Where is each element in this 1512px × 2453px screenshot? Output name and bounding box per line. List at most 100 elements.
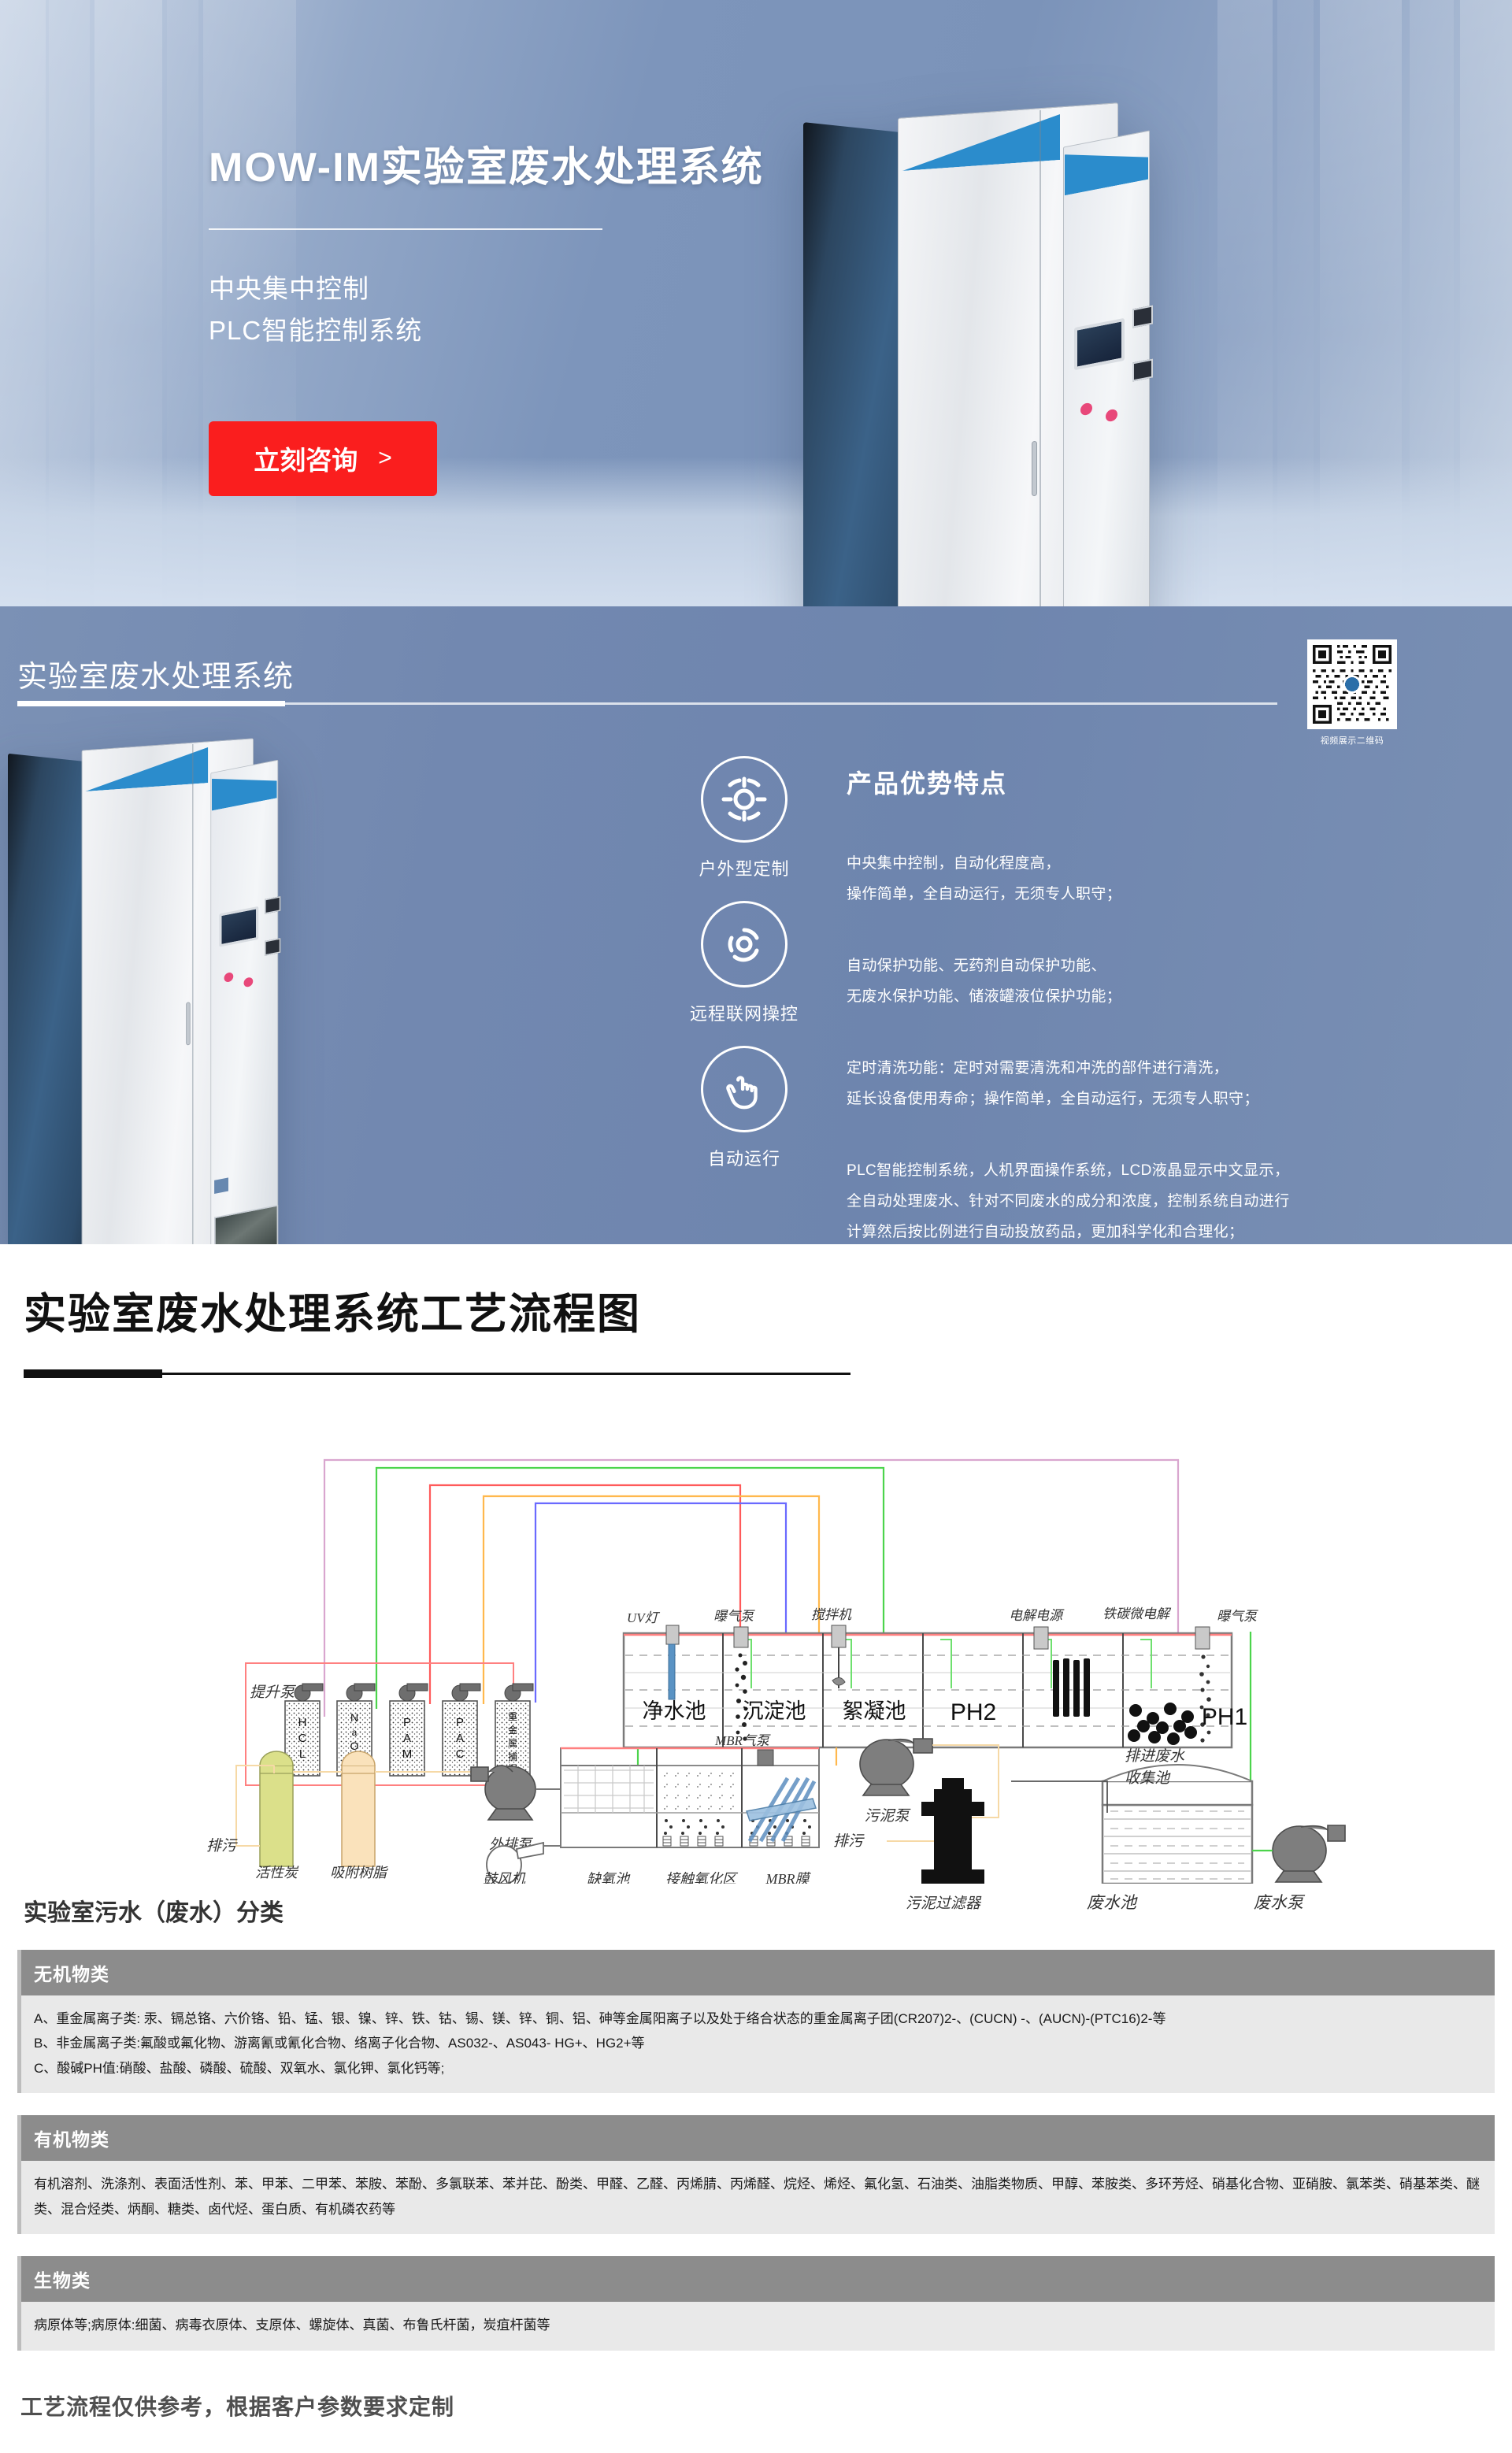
- category-head: 无机物类: [21, 1950, 1495, 1995]
- svg-text:重: 重: [508, 1711, 517, 1722]
- consult-now-label: 立刻咨询: [254, 446, 358, 476]
- label-adsorption-resin: 吸附树脂: [330, 1865, 388, 1881]
- consult-now-button[interactable]: 立刻咨询 >: [209, 421, 437, 496]
- features-section: 实验室废水处理系统: [0, 606, 1512, 1244]
- wastewater-classification-title: 实验室污水（废水）分类: [24, 1900, 284, 1926]
- label-activated-carbon: 活性炭: [255, 1865, 299, 1881]
- control-cabinet-feature-image: [8, 738, 281, 1244]
- sludge-pump: [859, 1738, 933, 1796]
- category-block-inorganic: 无机物类 A、重金属离子类: 汞、镉总铬、六价铬、铅、锰、银、镍、锌、铁、钴、锡…: [17, 1950, 1495, 2094]
- chevron-right-icon: >: [378, 445, 392, 472]
- control-cabinet-hero-image: [803, 102, 1153, 606]
- advantages-title: 产品优势特点: [847, 769, 1008, 798]
- label-sludge-pump: 污泥泵: [864, 1808, 911, 1825]
- svg-text:P: P: [456, 1716, 464, 1729]
- pipe-pam: [428, 1484, 742, 1704]
- svg-text:H: H: [298, 1716, 307, 1729]
- feature-icon-label: 自动运行: [707, 1149, 780, 1169]
- hero-text-block: MOW-IM实验室废水处理系统 中央集中控制 PLC智能控制系统 立刻咨询 >: [209, 134, 764, 496]
- cabinet-handle-upper: [186, 1002, 191, 1046]
- category-body: 病原体等;病原体:细菌、病毒衣原体、支原体、螺旋体、真菌、布鲁氏杆菌，炭疽杆菌等: [21, 2302, 1495, 2351]
- advantage-paragraph: PLC智能控制系统，人机界面操作系统，LCD液晶显示中文显示，全自动处理废水、针…: [847, 1162, 1290, 1240]
- label-wastewater-inlet-1: 排进废水: [1125, 1747, 1185, 1765]
- tank-label-ph2: PH2: [951, 1699, 996, 1725]
- category-line: 病原体等;病原体:细菌、病毒衣原体、支原体、螺旋体、真菌、布鲁氏杆菌，炭疽杆菌等: [34, 2318, 550, 2333]
- svg-text:N: N: [350, 1711, 358, 1724]
- category-body: 有机溶剂、洗涤剂、表面活性剂、苯、甲苯、二甲苯、苯胺、苯酚、多氯联苯、苯并芘、酚…: [21, 2161, 1495, 2235]
- category-line: 有机溶剂、洗涤剂、表面活性剂、苯、甲苯、二甲苯、苯胺、苯酚、多氯联苯、苯并芘、酚…: [34, 2177, 1480, 2217]
- label-contact-oxidation-zone: 接触氧化区: [665, 1871, 739, 1884]
- filter-columns: [259, 1751, 376, 1867]
- video-qr-block: 视频展示二维码: [1307, 639, 1397, 747]
- auto-run-hand-icon: [701, 1046, 788, 1132]
- label-mbr-membrane: MBR膜: [765, 1871, 812, 1884]
- category-line: B、非金属离子类:氟酸或氟化物、游离氰或氰化合物、络离子化合物、AS032-、A…: [34, 2036, 645, 2051]
- svg-text:C: C: [298, 1732, 307, 1745]
- svg-text:金: 金: [508, 1724, 517, 1736]
- pipe-metal-capture: [534, 1502, 788, 1703]
- product-advantages-block: 产品优势特点 中央集中控制，自动化程度高，操作简单，全自动运行，无须专人职守； …: [847, 764, 1398, 1244]
- flow-diagram-svg: 提升泵 H C L N a O H P A M: [206, 1458, 1346, 1884]
- features-divider: [17, 701, 1277, 706]
- label-blowdown-1: 排污: [206, 1838, 238, 1855]
- svg-text:C: C: [456, 1747, 465, 1761]
- category-body: A、重金属离子类: 汞、镉总铬、六价铬、铅、锰、银、镍、锌、铁、钴、锡、镁、锌、…: [21, 1995, 1495, 2094]
- feature-icon-item: 远程联网操控: [650, 901, 839, 1025]
- flow-title-divider: [24, 1369, 850, 1378]
- label-electrolysis-power: 电解电源: [1009, 1608, 1065, 1623]
- label-aeration-pump-1: 曝气泵: [713, 1609, 755, 1624]
- wastewater-tank: [1011, 1764, 1254, 1884]
- category-head: 生物类: [21, 2256, 1495, 2303]
- feature-icon-label: 户外型定制: [699, 859, 790, 879]
- cabinet-meter-1: [265, 896, 281, 914]
- qr-caption: 视频展示二维码: [1320, 736, 1384, 746]
- category-line: A、重金属离子类: 汞、镉总铬、六价铬、铅、锰、银、镍、锌、铁、钴、锡、镁、锌、…: [34, 2011, 1166, 2026]
- process-footnote: 工艺流程仅供参考，根据客户参数要求定制: [20, 2394, 455, 2419]
- svg-text:A: A: [456, 1732, 464, 1745]
- chemical-tank-group: H C L N a O H P A M P A C: [284, 1700, 531, 1777]
- category-block-organic: 有机物类 有机溶剂、洗涤剂、表面活性剂、苯、甲苯、二甲苯、苯胺、苯酚、多氯联苯、…: [17, 2115, 1495, 2235]
- label-lift-pump: 提升泵: [250, 1684, 297, 1701]
- svg-text:A: A: [403, 1732, 411, 1745]
- outdoor-custom-icon: [701, 756, 788, 843]
- sludge-filter: [921, 1778, 984, 1884]
- tank-label-flocculation: 絮凝池: [843, 1699, 906, 1723]
- flow-diagram-title: 实验室废水处理系统工艺流程图: [24, 1291, 641, 1338]
- tank-label-clean-water: 净水池: [643, 1699, 706, 1723]
- label-wastewater-inlet-2: 收集池: [1125, 1769, 1171, 1787]
- feature-icon-item: 自动运行: [650, 1046, 839, 1170]
- label-wastewater-pump: 废水泵: [1254, 1893, 1303, 1912]
- svg-text:a: a: [352, 1727, 358, 1738]
- feature-icon-label: 远程联网操控: [689, 1004, 799, 1024]
- hero-divider: [209, 228, 602, 230]
- feature-icon-item: 户外型定制: [650, 756, 839, 880]
- advantage-paragraph: 自动保护功能、无药剂自动保护功能、无废水保护功能、储液罐液位保护功能；: [847, 957, 1122, 1005]
- hero-banner: MOW-IM实验室废水处理系统 中央集中控制 PLC智能控制系统 立刻咨询 >: [0, 0, 1512, 606]
- label-aeration-pump-2: 曝气泵: [1217, 1609, 1258, 1624]
- bio-tank-row: MBR气泵: [560, 1733, 820, 1848]
- hero-subtitle-line-1: 中央集中控制: [209, 274, 369, 303]
- category-head: 有机物类: [21, 2115, 1495, 2162]
- advantage-paragraph: 定时清洗功能：定时对需要清洗和冲洗的部件进行清洗，延长设备使用寿命；操作简单，全…: [847, 1059, 1259, 1107]
- top-tank-row: UV灯 净水池 曝气泵 沉淀池 搅拌: [622, 1606, 1258, 1749]
- qr-code-icon[interactable]: [1307, 639, 1397, 729]
- label-blowdown-2: 排污: [833, 1833, 865, 1850]
- pipe-pac: [482, 1495, 821, 1704]
- label-wastewater-tank: 废水池: [1087, 1893, 1136, 1912]
- label-blower: 鼓风机: [483, 1871, 526, 1884]
- advantage-paragraph: 中央集中控制，自动化程度高，操作简单，全自动运行，无须专人职守；: [847, 855, 1122, 902]
- blower: [486, 1841, 561, 1884]
- svg-text:属: 属: [508, 1738, 517, 1749]
- label-uv-lamp: UV灯: [627, 1610, 661, 1625]
- label-mixer: 搅拌机: [811, 1607, 852, 1622]
- cabinet-meter-1: [1132, 305, 1153, 328]
- cabinet-handle-upper: [1032, 440, 1037, 497]
- svg-text:M: M: [402, 1747, 413, 1761]
- category-block-biological: 生物类 病原体等;病原体:细菌、病毒衣原体、支原体、螺旋体、真菌、布鲁氏杆菌，炭…: [17, 2256, 1495, 2351]
- label-iron-carbon-microelectrolysis: 铁碳微电解: [1102, 1606, 1172, 1621]
- tank-label-sedimentation: 沉淀池: [743, 1699, 806, 1723]
- pipe-hcl: [323, 1458, 1180, 1717]
- wastewater-pump: [1252, 1825, 1346, 1883]
- cabinet-meter-2: [265, 938, 281, 956]
